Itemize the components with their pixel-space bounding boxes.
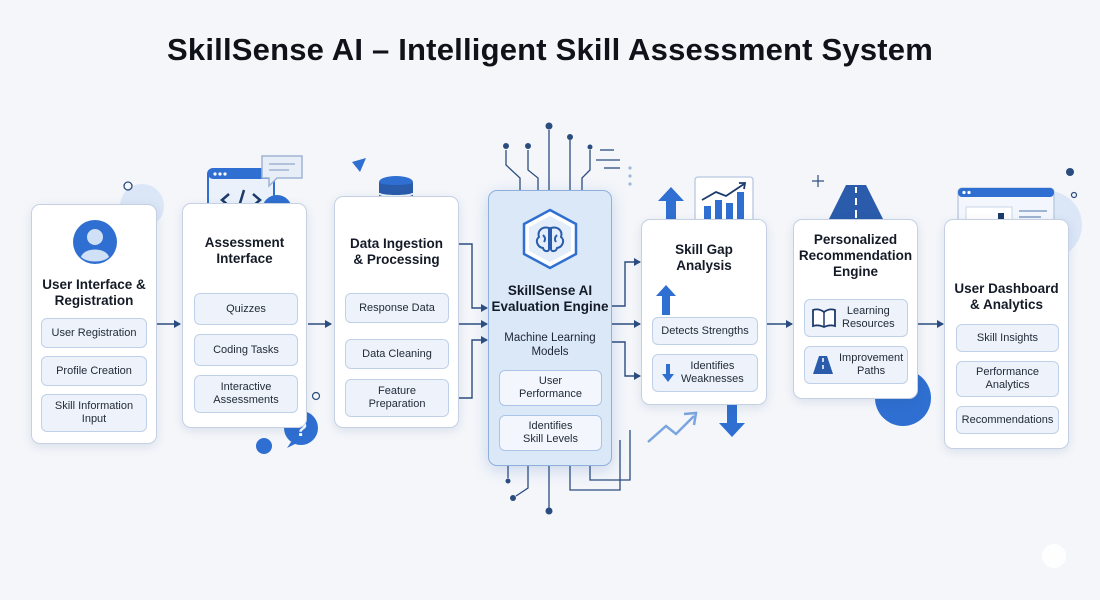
deco-glow bbox=[1042, 544, 1066, 568]
arrow-down-icon bbox=[662, 364, 674, 382]
diagram-title: SkillSense AI – Intelligent Skill Assess… bbox=[167, 32, 933, 67]
deco-circle bbox=[123, 181, 133, 191]
deco-circle bbox=[1070, 191, 1078, 199]
coding-tasks-pill: Coding Tasks bbox=[194, 334, 298, 366]
flow-arrows bbox=[157, 243, 944, 399]
recommendations-pill: Recommendations bbox=[956, 406, 1059, 434]
deco-triangle bbox=[352, 158, 366, 172]
response-data-pill: Response Data bbox=[345, 293, 449, 323]
dashboard-analytics-title: User Dashboard& Analytics bbox=[954, 281, 1059, 312]
deco-circle bbox=[1066, 168, 1074, 176]
arrow-up-icon bbox=[656, 285, 676, 315]
book-icon bbox=[812, 308, 836, 328]
profile-creation-pill: Profile Creation bbox=[41, 356, 147, 386]
circuit-lines-bottom bbox=[507, 430, 631, 508]
trend-arrow bbox=[647, 411, 698, 443]
detects-strengths-pill: Detects Strengths bbox=[652, 317, 758, 345]
deco-circle bbox=[256, 438, 272, 454]
quizzes-pill: Quizzes bbox=[194, 293, 298, 325]
user-registration-pill: User Registration bbox=[41, 318, 147, 348]
road-icon bbox=[813, 356, 833, 374]
arrow-down-icon bbox=[719, 405, 745, 437]
road-icon bbox=[829, 185, 883, 219]
bar-chart-icon bbox=[694, 176, 754, 224]
user-avatar-icon bbox=[73, 220, 117, 264]
chat-bubble-icon bbox=[261, 155, 303, 188]
deco-circle bbox=[311, 391, 321, 401]
deco-plus bbox=[812, 175, 824, 187]
data-ingestion-card: Data Ingestion& Processing Response Data… bbox=[334, 196, 459, 428]
data-ingestion-title: Data Ingestion& Processing bbox=[349, 236, 443, 267]
brain-icon bbox=[522, 208, 578, 270]
user-interface-card: User Interface &Registration User Regist… bbox=[31, 204, 157, 444]
skill-insights-pill: Skill Insights bbox=[956, 324, 1059, 352]
arrow-up-icon bbox=[658, 187, 684, 221]
data-cleaning-pill: Data Cleaning bbox=[345, 339, 449, 369]
circuit-lines-top bbox=[505, 130, 620, 192]
user-interface-title: User Interface &Registration bbox=[42, 277, 146, 308]
dashboard-analytics-card: User Dashboard& Analytics Skill Insights… bbox=[944, 219, 1069, 449]
